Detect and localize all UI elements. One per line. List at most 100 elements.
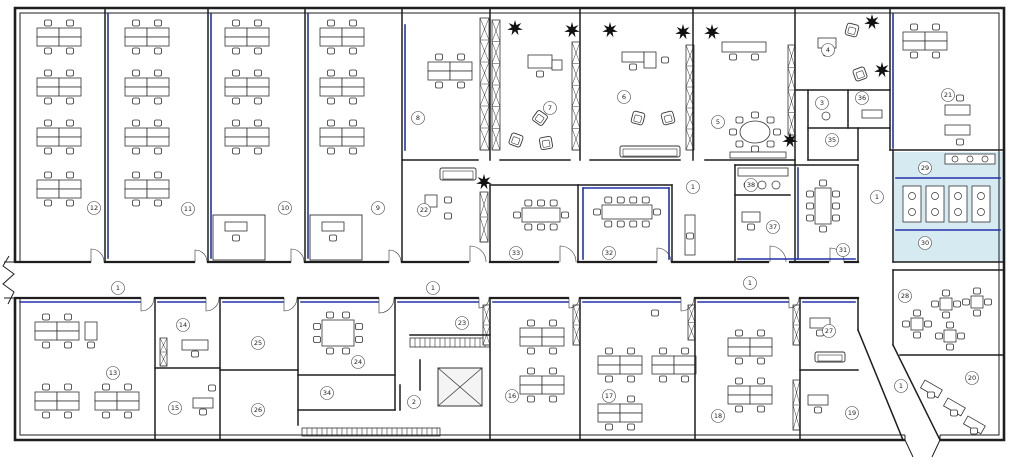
lounge-chair-seat	[511, 136, 521, 145]
office-chair	[593, 208, 601, 216]
office-chair	[44, 97, 52, 105]
room-number-label-marker	[417, 203, 431, 217]
office-chair	[254, 19, 262, 27]
office-chair	[132, 19, 140, 27]
desk	[58, 188, 82, 199]
storage-cabinet-cross	[159, 337, 168, 367]
desk	[597, 355, 621, 366]
office-chair	[44, 199, 52, 207]
office-chair	[962, 298, 970, 306]
lounge-chair	[660, 110, 676, 126]
office-chair	[44, 69, 52, 77]
office-chair	[814, 406, 822, 414]
door-swing	[656, 247, 672, 263]
desk	[741, 211, 761, 223]
meeting-table	[521, 207, 561, 223]
corridor-break-line	[2, 255, 15, 305]
office-chair	[913, 309, 921, 317]
workstation	[948, 185, 968, 223]
office-chair	[232, 147, 240, 155]
office-chair	[327, 47, 335, 55]
office-chair	[435, 81, 443, 89]
office-chair	[87, 341, 95, 349]
desk	[58, 77, 82, 88]
lounge-chair-seat	[534, 114, 545, 124]
office-chair	[349, 147, 357, 155]
room-number-label: 29	[921, 164, 929, 172]
storage-cabinet-cross	[572, 304, 581, 346]
desk	[341, 127, 365, 138]
office-chair	[757, 329, 765, 337]
desk	[319, 36, 343, 47]
office-chair	[254, 69, 262, 77]
desk	[519, 327, 543, 338]
desk	[124, 188, 148, 199]
office-chair	[757, 357, 765, 365]
office-chair	[735, 140, 744, 148]
desk	[84, 321, 98, 341]
room-number-label-marker	[106, 366, 120, 380]
room-number-label: 28	[901, 292, 909, 300]
desk	[246, 86, 270, 97]
office-chair	[729, 53, 737, 61]
office-chair	[355, 323, 363, 330]
desk	[58, 86, 82, 97]
room-number-label-marker	[176, 318, 190, 332]
desk	[146, 77, 170, 88]
room-number-label-marker	[455, 316, 469, 330]
room-number-label-marker	[251, 336, 265, 350]
office-chair	[686, 232, 694, 240]
room-number-label: 25	[254, 339, 262, 347]
desk	[246, 36, 270, 47]
lounge-chair	[532, 110, 548, 126]
office-chair	[627, 423, 635, 431]
office-chair	[66, 97, 74, 105]
plant-icon	[507, 20, 523, 36]
door-swing	[194, 249, 208, 263]
room-number-label-marker	[278, 201, 292, 215]
entrance-door	[904, 435, 941, 458]
walls-layer	[2, 6, 1006, 458]
office-chair	[537, 199, 545, 207]
office-chair	[537, 223, 545, 231]
room-number-label-marker	[941, 88, 955, 102]
office-chair	[102, 411, 110, 419]
desk	[749, 337, 773, 348]
counter	[729, 151, 787, 159]
desk	[146, 36, 170, 47]
desk	[727, 385, 751, 396]
room-number-label: 2	[412, 398, 416, 406]
sofa-seat	[817, 354, 843, 362]
side-table	[424, 194, 438, 208]
office-chair	[66, 119, 74, 127]
corridor-number-label-marker	[426, 281, 440, 295]
office-chair	[66, 69, 74, 77]
office-chair	[984, 298, 992, 306]
desk	[36, 127, 60, 138]
office-chair	[326, 347, 334, 355]
desk	[181, 339, 209, 351]
office-chair	[42, 313, 50, 321]
desk	[224, 36, 248, 47]
office-chair	[549, 223, 558, 231]
desk	[36, 86, 60, 97]
corridor-number-label-marker	[686, 180, 700, 194]
office-chair	[457, 81, 465, 89]
desk	[619, 364, 643, 375]
office-chair	[629, 63, 637, 71]
office-chair	[254, 97, 262, 105]
office-chair	[806, 202, 814, 210]
desk	[124, 77, 148, 88]
door-swing	[90, 248, 105, 263]
office-chair	[44, 119, 52, 127]
desk	[597, 364, 621, 375]
office-chair	[651, 309, 659, 317]
room-number-label: 7	[548, 104, 552, 112]
desk	[56, 400, 80, 411]
desk	[651, 355, 675, 366]
lounge-chair	[852, 66, 868, 82]
desk	[727, 394, 751, 405]
office-chair	[629, 220, 638, 228]
room-number-label: 4	[826, 46, 830, 54]
